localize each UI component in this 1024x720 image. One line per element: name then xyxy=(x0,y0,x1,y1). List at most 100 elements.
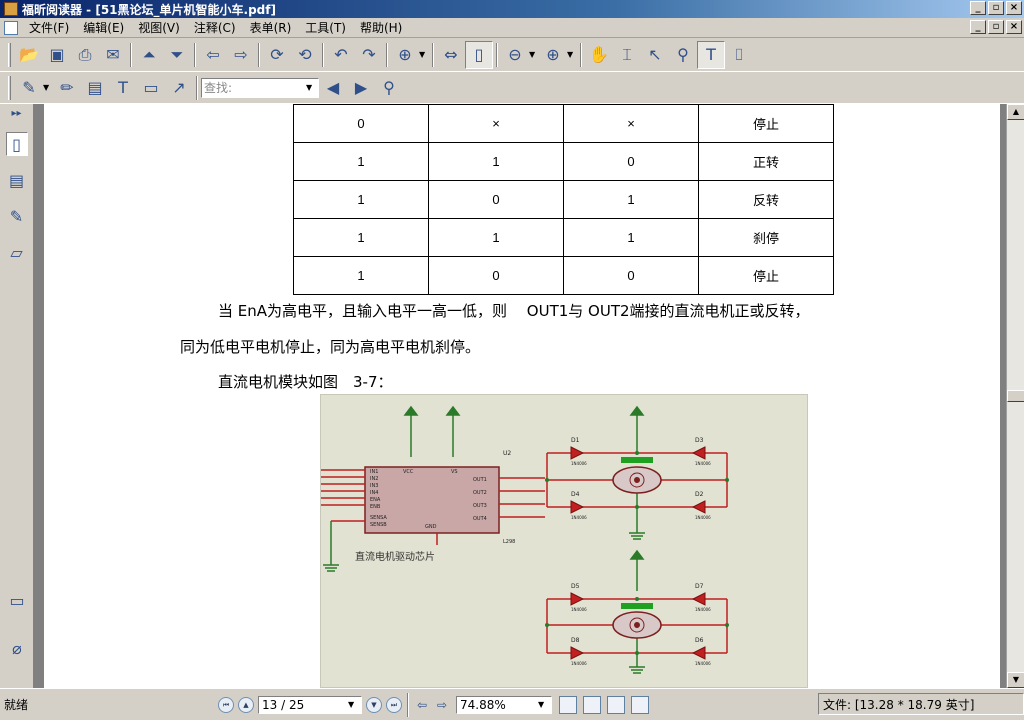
save-icon[interactable]: ▣ xyxy=(49,45,65,64)
scroll-up-button[interactable]: ▲ xyxy=(1007,104,1024,120)
diode-icon xyxy=(691,500,706,514)
expand-panel-icon[interactable]: ▸▸ xyxy=(11,107,22,119)
prev-page-icon[interactable]: ⏶ xyxy=(142,44,156,64)
page-dropdown-icon[interactable]: ▼ xyxy=(348,700,355,709)
doc-close-button[interactable]: × xyxy=(1006,20,1022,34)
undo-icon[interactable]: ↶ xyxy=(334,45,348,64)
svg-text:D8: D8 xyxy=(571,637,580,644)
find-dropdown-icon[interactable]: ▼ xyxy=(306,83,313,92)
power-arrow-icon xyxy=(445,405,461,416)
svg-text:D3: D3 xyxy=(695,437,704,444)
menu-form[interactable]: 表单(R) xyxy=(249,21,292,35)
nav-back-icon[interactable]: ⇦ xyxy=(416,697,428,712)
table-cell: × xyxy=(428,104,564,143)
side-panel: ▸▸ ▯ ▤ ✎ ▱ ▭ ⌀ xyxy=(0,104,34,688)
svg-text:IN1: IN1 xyxy=(370,469,378,475)
search-icon[interactable]: ⚲ xyxy=(383,78,395,97)
snapshot-icon[interactable]: ⌷ xyxy=(734,44,744,64)
back-icon[interactable]: ⇦ xyxy=(206,45,220,64)
menu-tools[interactable]: 工具(T) xyxy=(305,21,346,35)
rotate-cw-icon[interactable]: ⟳ xyxy=(270,45,284,64)
svg-text:1N4006: 1N4006 xyxy=(695,515,711,520)
document-icon[interactable] xyxy=(4,20,18,35)
next-page-nav-icon[interactable]: ▼ xyxy=(366,696,382,713)
zoom-level-dropdown-icon[interactable]: ▼ xyxy=(538,700,545,709)
hand-tool-icon[interactable]: ✋ xyxy=(589,45,609,64)
diode-icon xyxy=(570,646,585,660)
text-tool-icon[interactable]: T xyxy=(697,40,725,69)
minimize-button[interactable]: _ xyxy=(970,1,986,15)
find-prev-icon[interactable]: ◀ xyxy=(326,78,340,97)
document-view[interactable]: 0 × × 停止 1 1 0 正转 1 0 1 反转 1 1 1 刹停 xyxy=(34,104,1006,688)
menu-file[interactable]: 文件(F) xyxy=(29,21,70,35)
zoom-in-icon[interactable]: ⊕ xyxy=(398,45,412,64)
main-toolbar: 📂 ▣ ⎙ ✉ ⏶ ⏷ ⇦ ⇨ ⟳ ⟲ ↶ ↷ ⊕ ▼ ⇔ ▯ ⊖ ▼ ⊕ ▼ … xyxy=(0,38,1024,72)
forward-icon[interactable]: ⇨ xyxy=(234,45,248,64)
logic-table: 0 × × 停止 1 1 0 正转 1 0 1 反转 1 1 1 刹停 xyxy=(293,104,834,295)
print-icon[interactable]: ⎙ xyxy=(78,44,92,64)
scroll-down-button[interactable]: ▼ xyxy=(1007,672,1024,688)
svg-text:D1: D1 xyxy=(571,437,580,444)
menu-edit[interactable]: 编辑(E) xyxy=(83,21,125,35)
scroll-thumb[interactable] xyxy=(1007,390,1024,402)
pencil-icon[interactable]: ✏ xyxy=(60,78,74,97)
table-cell: 1 xyxy=(428,142,564,181)
prev-page-nav-icon[interactable]: ▲ xyxy=(238,696,254,713)
table-cell: 0 xyxy=(563,142,699,181)
comments-panel-icon[interactable]: ▭ xyxy=(9,590,25,610)
zoom-in-dropdown-icon[interactable]: ▼ xyxy=(567,50,574,59)
close-button[interactable]: × xyxy=(1006,1,1022,15)
zoom-dropdown-icon[interactable]: ▼ xyxy=(419,50,426,59)
page-number-field[interactable]: 13 / 25 ▼ xyxy=(258,695,362,714)
find-input[interactable]: 查找: ▼ xyxy=(201,77,319,98)
menu-help[interactable]: 帮助(H) xyxy=(359,21,403,35)
fit-width-icon[interactable]: ⇔ xyxy=(444,45,458,64)
paperclip-icon[interactable]: ⌀ xyxy=(12,638,22,658)
annotations-icon[interactable]: ✎ xyxy=(9,206,24,226)
first-page-icon[interactable]: ⏮ xyxy=(218,696,234,713)
binoculars-icon[interactable]: ⚲ xyxy=(677,45,689,64)
doc-minimize-button[interactable]: _ xyxy=(970,20,986,34)
select-text-icon[interactable]: ⌶ xyxy=(622,44,632,64)
open-folder-icon[interactable]: 📂 xyxy=(19,45,39,64)
continuous-facing-icon[interactable] xyxy=(631,695,649,714)
body-paragraph: 同为低电平电机停止，同为高电平电机刹停。 xyxy=(180,338,481,356)
bookmarks-icon[interactable]: ▯ xyxy=(5,132,28,156)
svg-text:D4: D4 xyxy=(571,491,580,498)
menu-comment[interactable]: 注释(C) xyxy=(193,21,236,35)
attachments-panel-icon[interactable]: ▱ xyxy=(10,242,23,262)
note-dropdown-icon[interactable]: ▼ xyxy=(43,83,50,92)
zoom-out-circle-icon[interactable]: ⊖ xyxy=(508,45,522,64)
arrow-tool-icon[interactable]: ↗ xyxy=(172,78,186,97)
pages-icon[interactable]: ▤ xyxy=(8,170,25,190)
single-page-icon[interactable] xyxy=(559,695,577,714)
vertical-scrollbar[interactable]: ▲ ▼ xyxy=(1006,104,1024,688)
menu-view[interactable]: 视图(V) xyxy=(138,21,180,35)
rotate-ccw-icon[interactable]: ⟲ xyxy=(298,45,312,64)
maximize-button[interactable]: ▫ xyxy=(988,1,1004,15)
highlight-icon[interactable]: ▤ xyxy=(87,78,103,97)
fit-page-icon[interactable]: ▯ xyxy=(465,40,493,69)
redo-icon[interactable]: ↷ xyxy=(362,45,376,64)
nav-forward-icon[interactable]: ⇨ xyxy=(436,697,448,712)
email-icon[interactable]: ✉ xyxy=(106,45,120,64)
zoom-out-dropdown-icon[interactable]: ▼ xyxy=(529,50,536,59)
zoom-in-circle-icon[interactable]: ⊕ xyxy=(546,45,560,64)
next-page-icon[interactable]: ⏷ xyxy=(170,44,184,64)
zoom-field[interactable]: 74.88% ▼ xyxy=(456,695,552,714)
textbox-icon[interactable]: T xyxy=(118,78,128,97)
svg-text:1N4006: 1N4006 xyxy=(571,607,587,612)
continuous-icon[interactable] xyxy=(583,695,601,714)
facing-icon[interactable] xyxy=(607,695,625,714)
diode-icon xyxy=(691,592,706,606)
last-page-icon[interactable]: ⏭ xyxy=(386,696,402,713)
table-cell: 停止 xyxy=(698,256,834,295)
svg-text:1N4006: 1N4006 xyxy=(571,661,587,666)
note-tool-icon[interactable]: ✎ xyxy=(22,78,36,97)
svg-text:U2: U2 xyxy=(503,450,511,457)
comment-icon[interactable]: ▭ xyxy=(143,78,159,97)
pointer-icon[interactable]: ↖ xyxy=(648,45,662,64)
svg-text:1N4006: 1N4006 xyxy=(571,515,587,520)
find-next-icon[interactable]: ▶ xyxy=(354,78,368,97)
doc-restore-button[interactable]: ▫ xyxy=(988,20,1004,34)
